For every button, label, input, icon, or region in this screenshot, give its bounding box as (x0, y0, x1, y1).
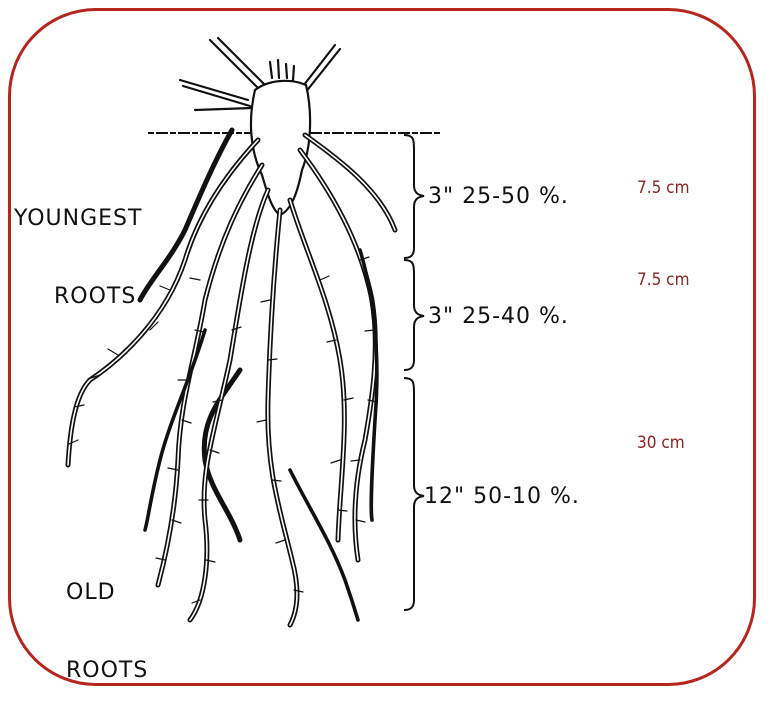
brace-3 (404, 378, 424, 610)
zone-3-text: 12" 50-10 %. (424, 484, 580, 510)
old-roots-label: OLD ROOTS (66, 528, 148, 710)
zone-3-metric: 30 cm (637, 433, 685, 453)
zone-2-metric: 7.5 cm (637, 270, 689, 290)
brace-2 (404, 260, 424, 370)
old-label-line1: OLD (66, 580, 148, 606)
zone-2-text: 3" 25-40 %. (428, 304, 569, 330)
youngest-label-line2: ROOTS (14, 284, 142, 310)
old-label-line2: ROOTS (66, 658, 148, 684)
youngest-roots-label: YOUNGEST ROOTS (14, 154, 142, 336)
zone-1-metric: 7.5 cm (637, 178, 689, 198)
brace-1 (404, 135, 424, 258)
zone-1-text: 3" 25-50 %. (428, 184, 569, 210)
depth-braces (404, 135, 424, 610)
youngest-label-line1: YOUNGEST (14, 206, 142, 232)
